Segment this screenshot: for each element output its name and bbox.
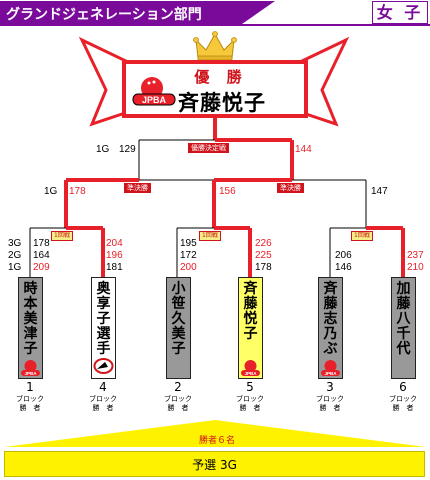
winners-chevron [4, 420, 426, 447]
m2-left-score-3g: 195 [180, 238, 197, 249]
jpba-badge-icon: JPBA [241, 360, 260, 376]
seed-6: 6 [399, 380, 407, 394]
jpba-badge-icon: JPBA [321, 360, 340, 376]
winner-label: 勝 者 [19, 404, 41, 412]
first-round-label-1: 1回戦 [51, 231, 73, 241]
player-name-2: 小笹久美子 [171, 281, 186, 357]
semi-left-label: 準決勝 [124, 183, 151, 193]
svg-text:JPBA: JPBA [244, 371, 257, 376]
svg-text:JPBA: JPBA [24, 371, 37, 376]
player-card-3[interactable]: 斉藤志乃ぶ JPBA [318, 277, 343, 379]
first-round-label-2: 1回戦 [199, 231, 221, 241]
block-label: ブロック [316, 395, 344, 403]
jpba-logo: JPBA [132, 77, 176, 106]
player-card-4[interactable]: 奥 享子選手 [91, 277, 116, 379]
winner-label: 勝 者 [167, 404, 189, 412]
m3-left-score-2g: 206 [335, 250, 352, 261]
player-name-3: 斉藤志乃ぶ [323, 281, 338, 357]
block-caption-4: ブロック勝 者 [85, 395, 121, 413]
player-name-6: 加藤八千代 [396, 281, 411, 357]
m1-left-score-3g: 178 [33, 238, 50, 249]
player-name-1: 時本美津子 [23, 281, 38, 357]
m2-right-score-1g: 178 [255, 262, 272, 273]
seed-2: 2 [174, 380, 182, 394]
player-name-4: 奥 享子選手 [96, 281, 111, 357]
semi-left-score-b: 156 [219, 186, 236, 197]
game-label-3g: 3G [8, 238, 22, 249]
division-banner: グランドジェネレーション部門 [0, 1, 275, 24]
champion-name: 斉藤悦子 [178, 91, 266, 115]
m2-right-score-3g: 226 [255, 238, 272, 249]
game-label-1g: 1G [8, 262, 22, 273]
seed-3: 3 [326, 380, 334, 394]
block-label: ブロック [236, 395, 264, 403]
block-label: ブロック [164, 395, 192, 403]
player-card-5[interactable]: 斉藤悦子 JPBA [238, 277, 263, 379]
m3-right-score-1g: 210 [407, 262, 424, 273]
seed-4: 4 [99, 380, 107, 394]
m2-left-score-1g: 200 [180, 262, 197, 273]
semi-left-score-a: 178 [69, 186, 86, 197]
final-score-right: 144 [295, 144, 312, 155]
m1-right-score-2g: 196 [106, 250, 123, 261]
block-caption-6: ブロック勝 者 [385, 395, 421, 413]
block-caption-3: ブロック勝 者 [312, 395, 348, 413]
final-round-label: 優勝決定戦 [188, 143, 229, 153]
jpba-badge-icon: JPBA [21, 360, 40, 376]
qualifier-bar: 予選 3G [4, 451, 425, 477]
champion-title: 優 勝 [194, 68, 248, 86]
block-label: ブロック [89, 395, 117, 403]
semi-right-label: 準決勝 [277, 183, 304, 193]
player-card-2[interactable]: 小笹久美子 [166, 277, 191, 379]
winners-count-label: 勝者６名 [198, 436, 235, 446]
seed-1: 1 [26, 380, 34, 394]
division-title: グランドジェネレーション部門 [6, 7, 202, 23]
semi-right-score: 147 [371, 186, 388, 197]
m1-left-score-1g: 209 [33, 262, 50, 273]
first-round-label-3: 1回戦 [351, 231, 373, 241]
header-rule [0, 24, 430, 26]
header-bar: グランドジェネレーション部門 女 子 [0, 0, 430, 26]
player-name-5: 斉藤悦子 [243, 281, 258, 342]
player-card-6[interactable]: 加藤八千代 [391, 277, 416, 379]
m2-right-score-2g: 225 [255, 250, 272, 261]
block-label: ブロック [389, 395, 417, 403]
crown-icon [193, 31, 237, 61]
svg-text:JPBA: JPBA [142, 95, 167, 105]
block-caption-1: ブロック勝 者 [12, 395, 48, 413]
svg-text:JPBA: JPBA [324, 371, 337, 376]
swoosh-mark-icon [93, 358, 114, 374]
semi-game-count: 1G [44, 186, 58, 197]
winner-label: 勝 者 [239, 404, 261, 412]
block-caption-5: ブロック勝 者 [232, 395, 268, 413]
winner-label: 勝 者 [92, 404, 114, 412]
block-caption-2: ブロック勝 者 [160, 395, 196, 413]
final-game-count: 1G [96, 144, 110, 155]
m3-left-score-1g: 146 [335, 262, 352, 273]
block-label: ブロック [16, 395, 44, 403]
m2-left-score-2g: 172 [180, 250, 197, 261]
winner-label: 勝 者 [392, 404, 414, 412]
seed-5: 5 [246, 380, 254, 394]
m1-right-score-1g: 181 [106, 262, 123, 273]
m1-right-score-3g: 204 [106, 238, 123, 249]
m1-left-score-2g: 164 [33, 250, 50, 261]
m3-right-score-2g: 237 [407, 250, 424, 261]
final-score-left: 129 [119, 144, 136, 155]
category-badge: 女 子 [372, 1, 428, 24]
winner-label: 勝 者 [319, 404, 341, 412]
game-label-2g: 2G [8, 250, 22, 261]
player-card-1[interactable]: 時本美津子 JPBA [18, 277, 43, 379]
